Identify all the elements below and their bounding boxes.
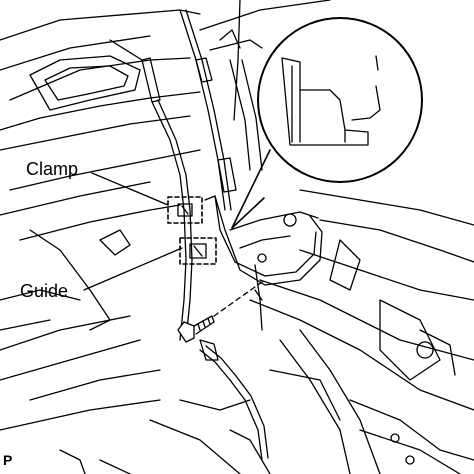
cable-rods bbox=[109, 0, 241, 341]
seat-frame-upper bbox=[0, 9, 201, 331]
seat-frame-right bbox=[199, 0, 474, 474]
clamp-label: Clamp bbox=[26, 159, 79, 179]
clamp-marker bbox=[167, 196, 203, 224]
lower-connector bbox=[199, 339, 219, 361]
guide-label: Guide bbox=[20, 281, 69, 301]
guide-marker bbox=[179, 237, 217, 265]
detail-circle bbox=[231, 17, 423, 229]
bolt-icon bbox=[177, 315, 215, 343]
guide-leader-line bbox=[83, 247, 183, 291]
clamp-bracket bbox=[204, 195, 323, 331]
clamp-leader-line bbox=[91, 172, 169, 206]
seat-frame-lower bbox=[0, 315, 341, 474]
figure-code: P bbox=[3, 452, 13, 468]
bolt-guide-line bbox=[213, 281, 263, 317]
